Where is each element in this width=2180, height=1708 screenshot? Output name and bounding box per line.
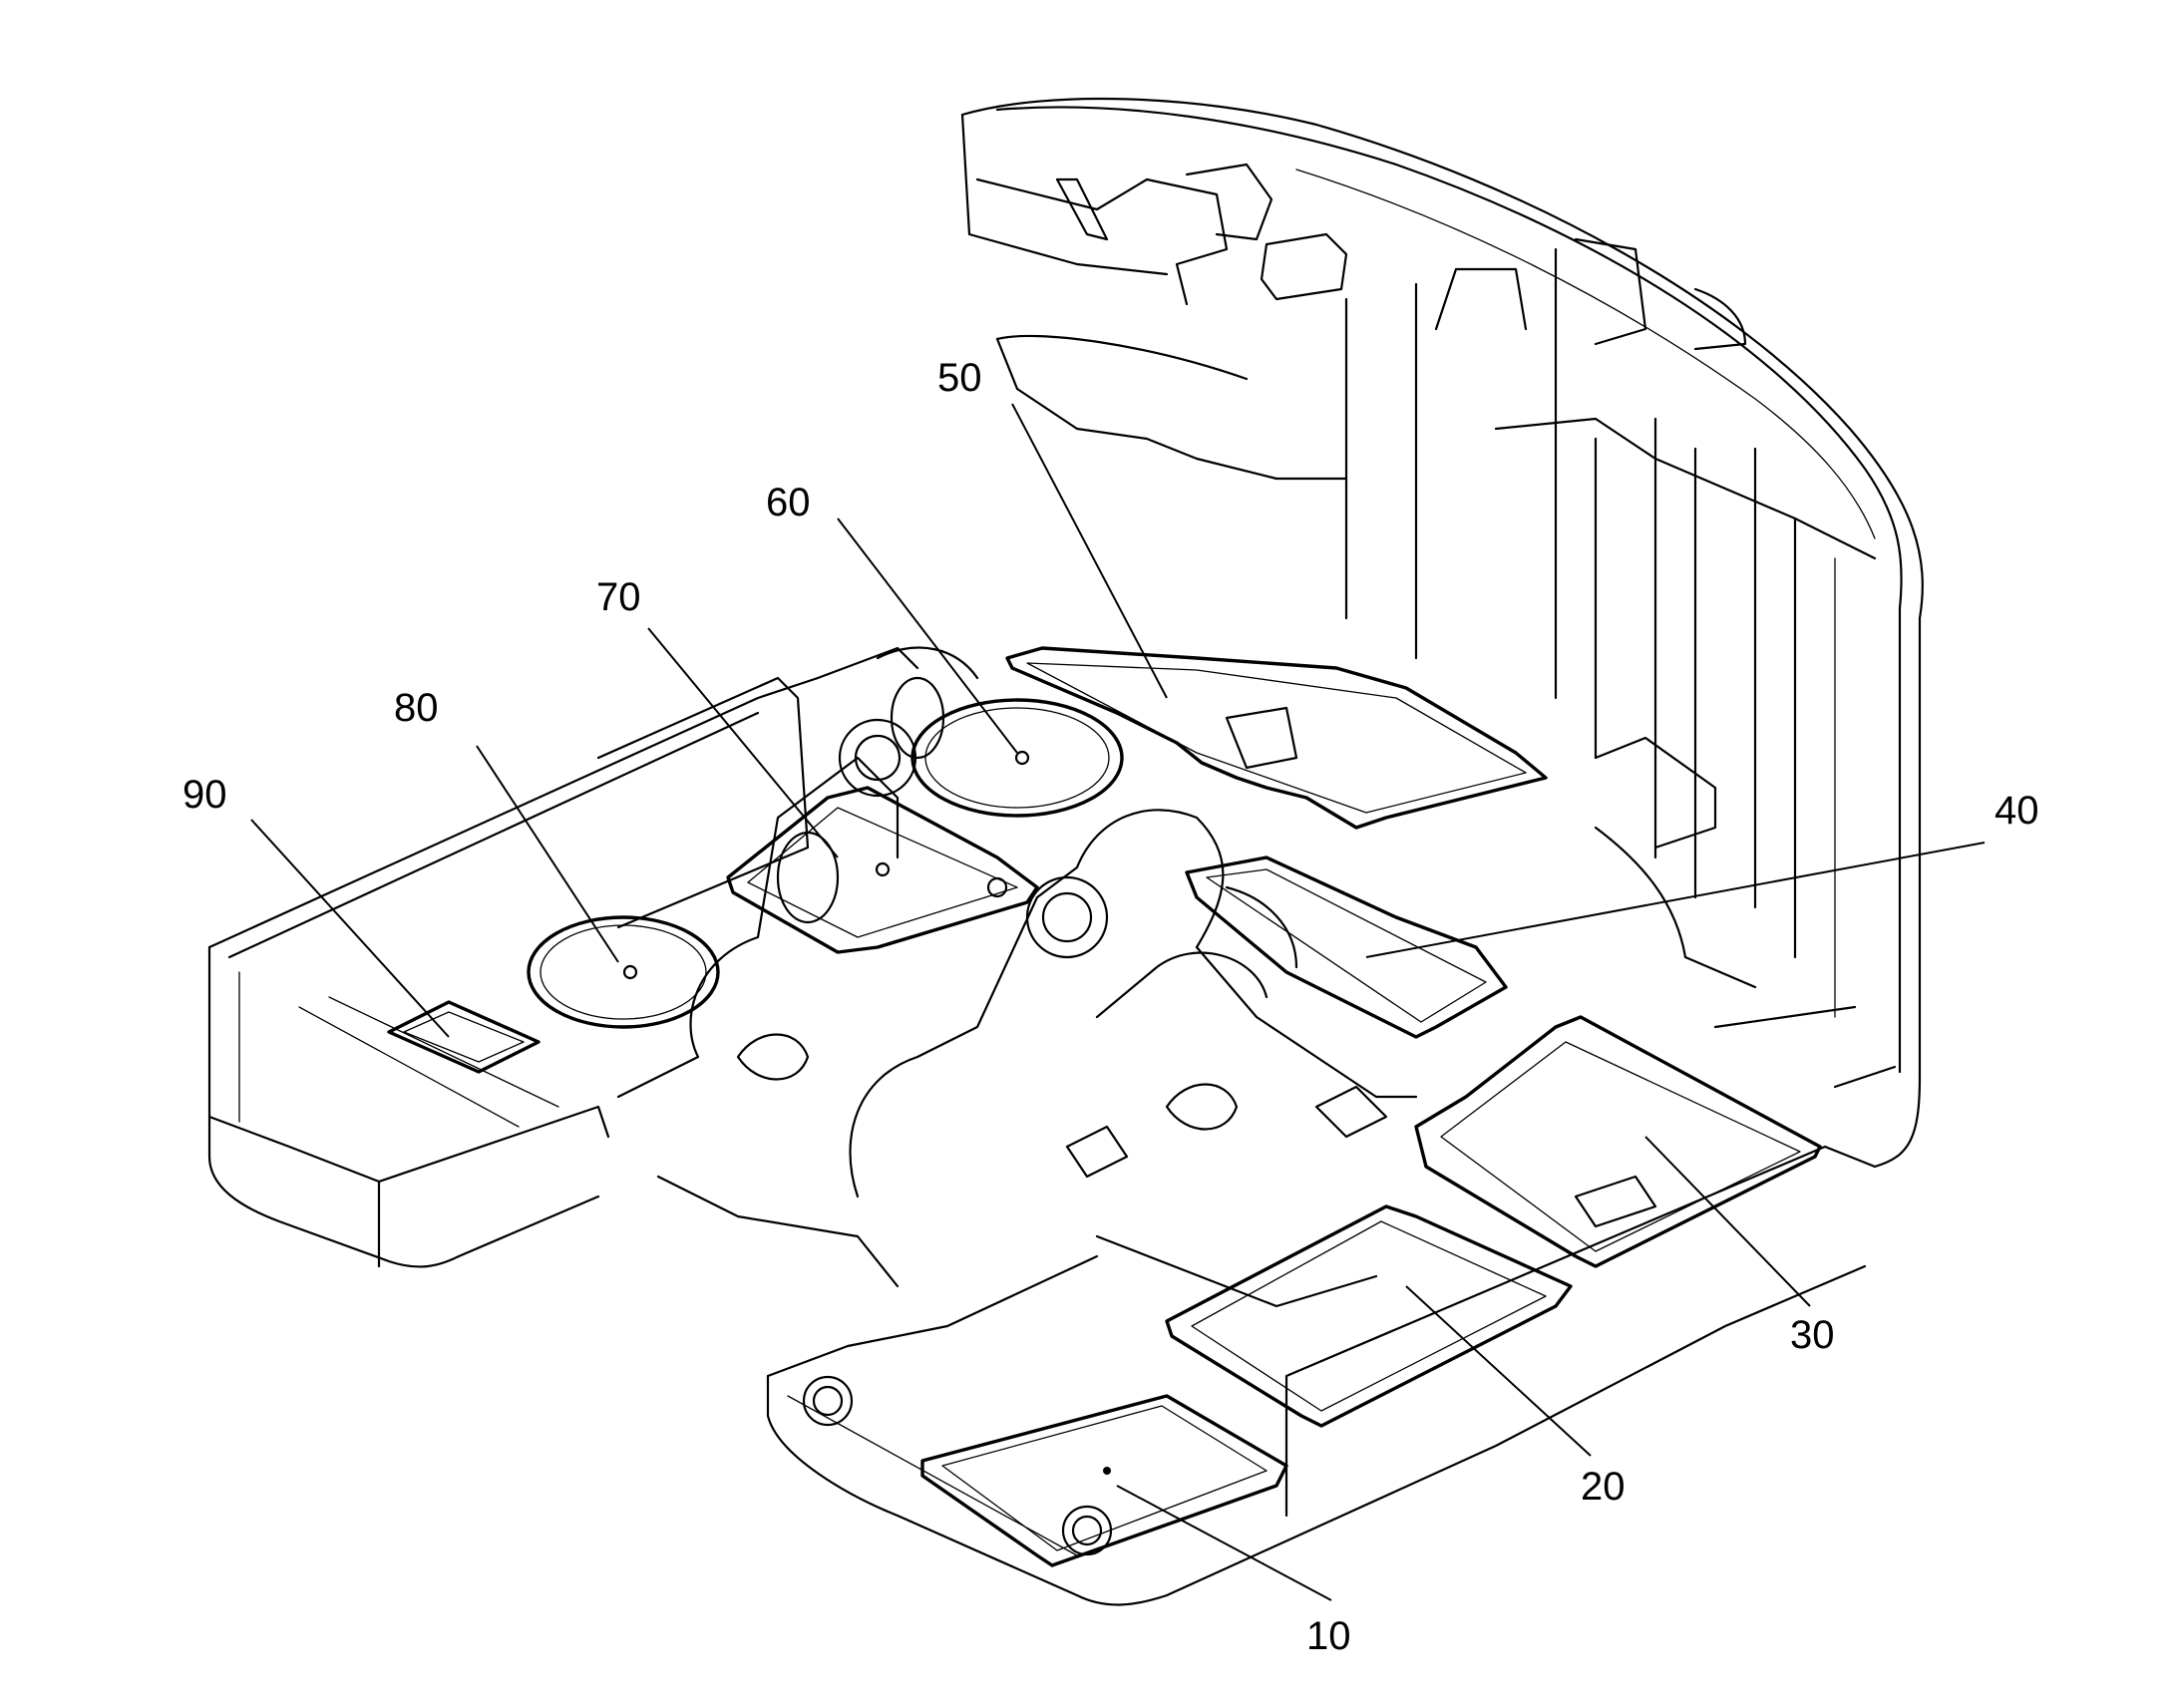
plate-50 <box>1005 646 1548 830</box>
upper-frame-outline <box>960 97 1924 1518</box>
cover-60 <box>910 698 1124 818</box>
leader-60 <box>837 517 1018 754</box>
leader-30 <box>1644 1136 1811 1307</box>
center-frame-outline <box>616 646 1418 1308</box>
label-80: 80 <box>394 686 439 730</box>
left-wing-outline <box>207 646 919 1268</box>
plate-10 <box>920 1394 1288 1567</box>
plate-40 <box>1185 855 1508 1039</box>
leader-lines <box>250 403 1986 1601</box>
leader-90 <box>250 819 450 1038</box>
plate-70 <box>726 786 1039 954</box>
label-90: 90 <box>182 773 227 817</box>
front-floor-outline <box>766 1254 1867 1606</box>
plate-90 <box>387 1000 541 1074</box>
label-20: 20 <box>1581 1465 1626 1509</box>
plate-30 <box>1414 1015 1822 1268</box>
plate-20 <box>1165 1204 1573 1428</box>
leader-80 <box>476 745 619 963</box>
label-60: 60 <box>766 481 811 524</box>
reference-labels: 10 20 30 40 50 60 70 80 90 <box>182 356 2039 1658</box>
leader-40 <box>1365 842 1986 958</box>
leader-10 <box>1116 1485 1332 1601</box>
label-40: 40 <box>1995 789 2039 833</box>
label-10: 10 <box>1306 1614 1351 1658</box>
leader-50 <box>1011 403 1168 699</box>
leader-20 <box>1405 1285 1592 1457</box>
cover-80 <box>527 915 720 1029</box>
label-50: 50 <box>937 356 982 400</box>
label-70: 70 <box>596 575 641 619</box>
leader-70 <box>647 627 839 858</box>
label-30: 30 <box>1790 1313 1835 1357</box>
